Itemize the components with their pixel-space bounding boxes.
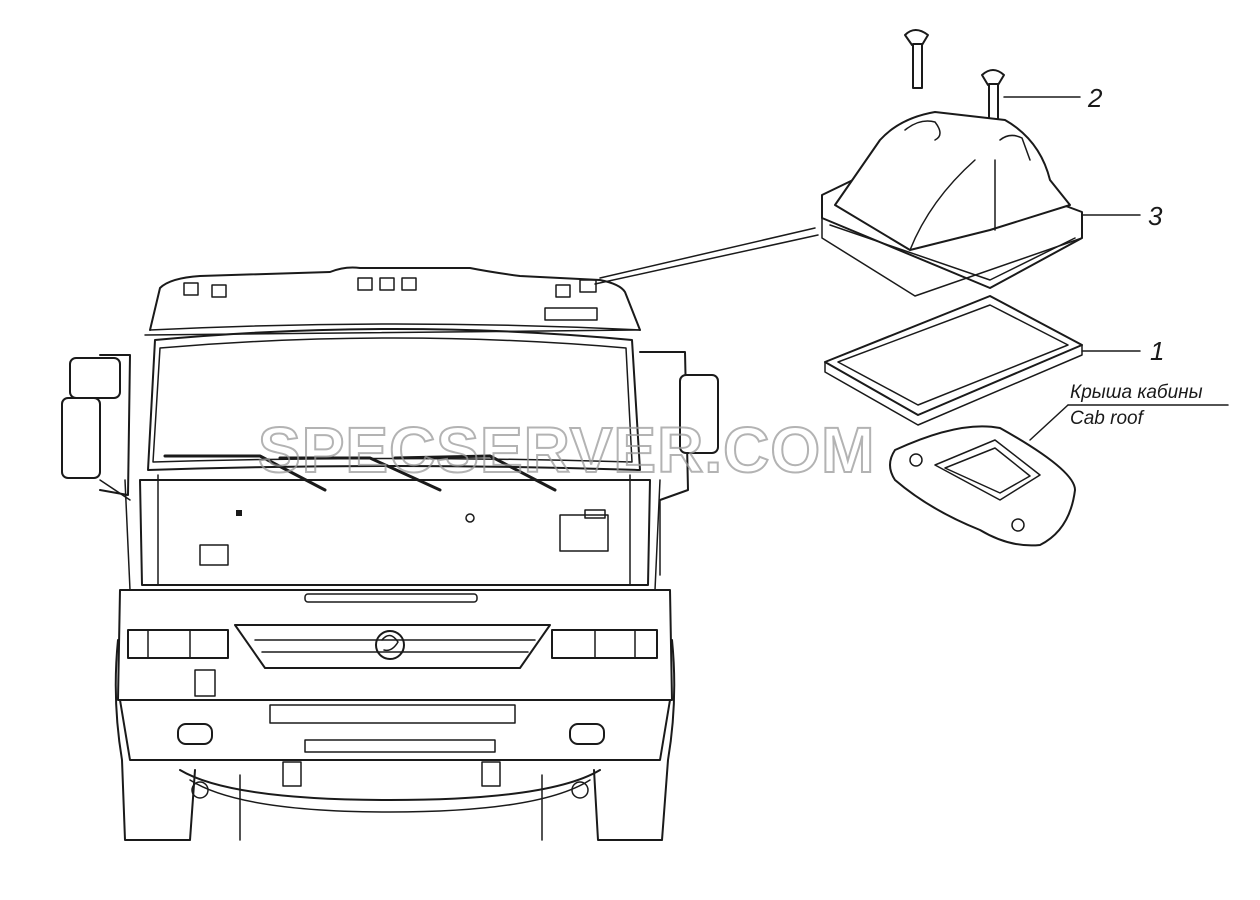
cab-roof-plate xyxy=(889,404,1229,547)
truck-cab xyxy=(61,266,719,841)
part-1-gasket xyxy=(824,295,1141,426)
part-3-cover xyxy=(821,111,1141,297)
part-2-bolts xyxy=(904,29,1081,125)
cab-roof-label-en: Cab roof xyxy=(1070,408,1145,429)
watermark: SPECSERVER.COM xyxy=(258,414,875,486)
callout-1: 1 xyxy=(1150,336,1164,366)
callout-3: 3 xyxy=(1148,201,1163,231)
callout-2: 2 xyxy=(1087,83,1103,113)
cab-roof-label-ru: Крыша кабины xyxy=(1070,382,1203,403)
leader-line-cab xyxy=(599,227,816,279)
